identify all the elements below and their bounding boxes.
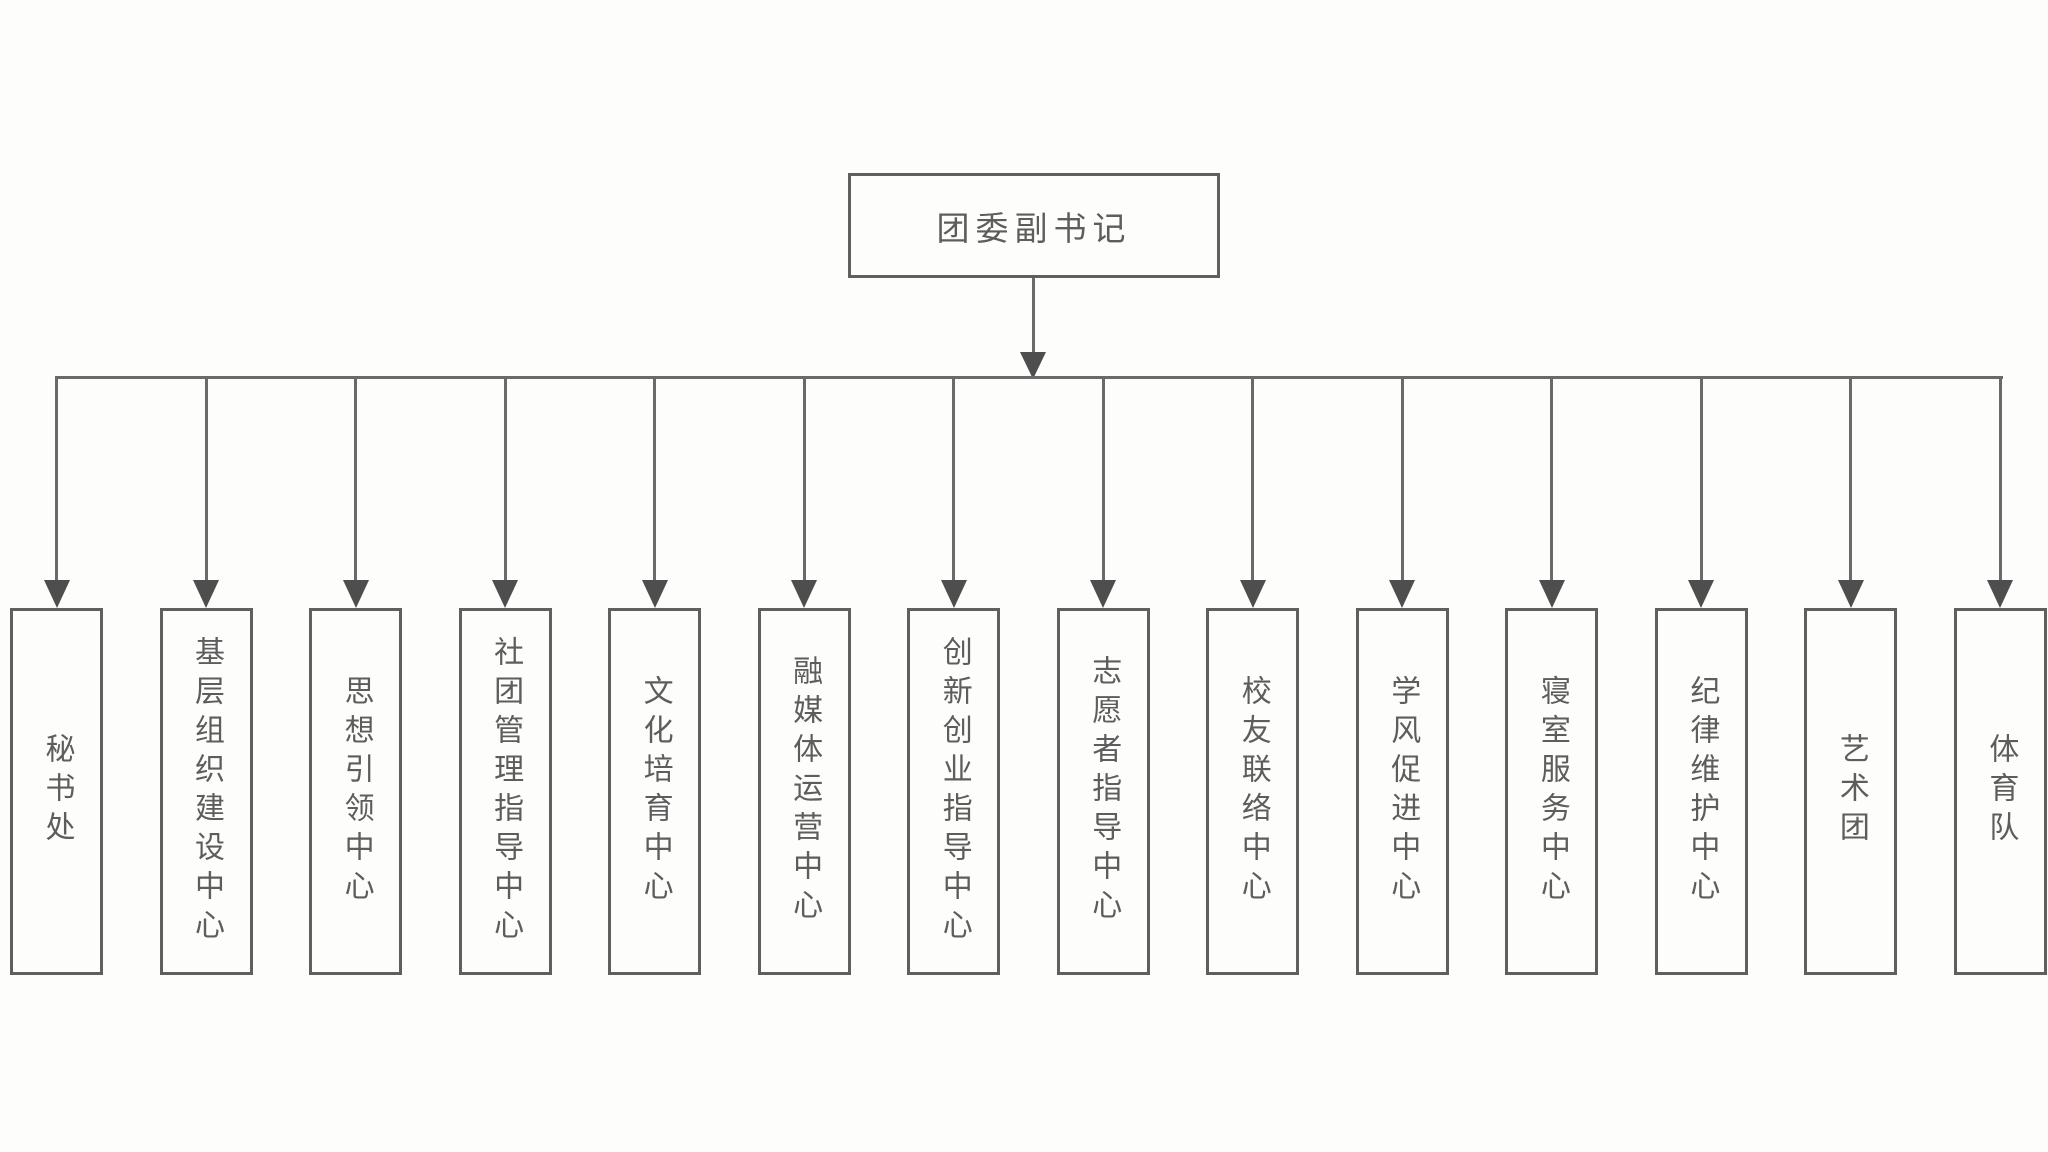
arrow-down-icon	[1389, 580, 1416, 608]
department-box: 校友联络中心	[1206, 608, 1300, 975]
department-label: 体育队	[1984, 733, 2018, 850]
department-label: 学风促进中心	[1386, 674, 1420, 909]
department-box: 体育队	[1953, 608, 2047, 975]
arrow-down-icon	[1688, 580, 1715, 608]
connector-line	[1251, 378, 1255, 580]
department-box: 纪律维护中心	[1654, 608, 1748, 975]
arrow-down-icon	[940, 580, 967, 608]
department-box: 文化培育中心	[608, 608, 702, 975]
connector-line	[204, 378, 208, 580]
department-column: 学风促进中心	[1355, 378, 1449, 975]
connector-line	[952, 378, 956, 580]
department-label: 志愿者指导中心	[1087, 655, 1121, 928]
department-column: 秘书处	[10, 378, 103, 975]
department-column: 体育队	[1953, 378, 2047, 975]
department-column: 志愿者指导中心	[1056, 378, 1150, 975]
connector-line	[354, 378, 358, 580]
department-label: 社团管理指导中心	[489, 635, 523, 948]
arrow-down-icon	[193, 580, 220, 608]
department-label: 寝室服务中心	[1535, 674, 1569, 909]
department-column: 融媒体运营中心	[757, 378, 851, 975]
department-box: 基层组织建设中心	[159, 608, 253, 975]
department-box: 志愿者指导中心	[1056, 608, 1150, 975]
department-column: 社团管理指导中心	[458, 378, 552, 975]
department-box: 融媒体运营中心	[757, 608, 851, 975]
department-label: 思想引领中心	[339, 674, 373, 909]
department-label: 融媒体运营中心	[788, 655, 822, 928]
department-label: 纪律维护中心	[1685, 674, 1719, 909]
arrow-down-icon	[342, 580, 369, 608]
department-label: 艺术团	[1834, 733, 1868, 850]
department-box: 思想引领中心	[309, 608, 403, 975]
arrow-down-icon	[1020, 352, 1046, 379]
arrow-down-icon	[1538, 580, 1565, 608]
arrow-down-icon	[1837, 580, 1864, 608]
connector-bus-line	[55, 376, 2003, 379]
department-label: 创新创业指导中心	[937, 635, 971, 948]
arrow-down-icon	[1090, 580, 1117, 608]
department-box: 创新创业指导中心	[907, 608, 1001, 975]
connector-line	[503, 378, 507, 580]
department-box: 社团管理指导中心	[458, 608, 552, 975]
department-box: 艺术团	[1804, 608, 1898, 975]
department-column: 文化培育中心	[608, 378, 702, 975]
connector-line	[1998, 378, 2002, 580]
department-label: 校友联络中心	[1236, 674, 1270, 909]
department-label: 秘书处	[40, 733, 74, 850]
arrow-down-icon	[1987, 580, 2014, 608]
department-column: 基层组织建设中心	[159, 378, 253, 975]
connector-line	[55, 378, 58, 580]
connector-line	[1849, 378, 1853, 580]
department-column: 创新创业指导中心	[907, 378, 1001, 975]
arrow-down-icon	[492, 580, 519, 608]
department-label: 文化培育中心	[638, 674, 672, 909]
connector-line	[1699, 378, 1703, 580]
connector-line	[653, 378, 657, 580]
arrow-down-icon	[641, 580, 668, 608]
department-column: 寝室服务中心	[1505, 378, 1599, 975]
department-column: 艺术团	[1804, 378, 1898, 975]
connector-line	[802, 378, 806, 580]
root-box: 团委副书记	[848, 173, 1220, 278]
root-connector-line	[1032, 278, 1035, 358]
department-column: 纪律维护中心	[1654, 378, 1748, 975]
connector-line	[1400, 378, 1404, 580]
department-box: 寝室服务中心	[1505, 608, 1599, 975]
department-column: 思想引领中心	[309, 378, 403, 975]
arrow-down-icon	[43, 580, 70, 608]
connector-line	[1101, 378, 1105, 580]
arrow-down-icon	[1239, 580, 1266, 608]
departments-row: 秘书处 基层组织建设中心 思想引领中心 社团管理指导中心	[10, 378, 2047, 975]
arrow-down-icon	[791, 580, 818, 608]
connector-line	[1550, 378, 1554, 580]
department-column: 校友联络中心	[1206, 378, 1300, 975]
root-label: 团委副书记	[936, 209, 1132, 247]
department-label: 基层组织建设中心	[190, 635, 224, 948]
department-box: 学风促进中心	[1355, 608, 1449, 975]
department-box: 秘书处	[10, 608, 103, 975]
